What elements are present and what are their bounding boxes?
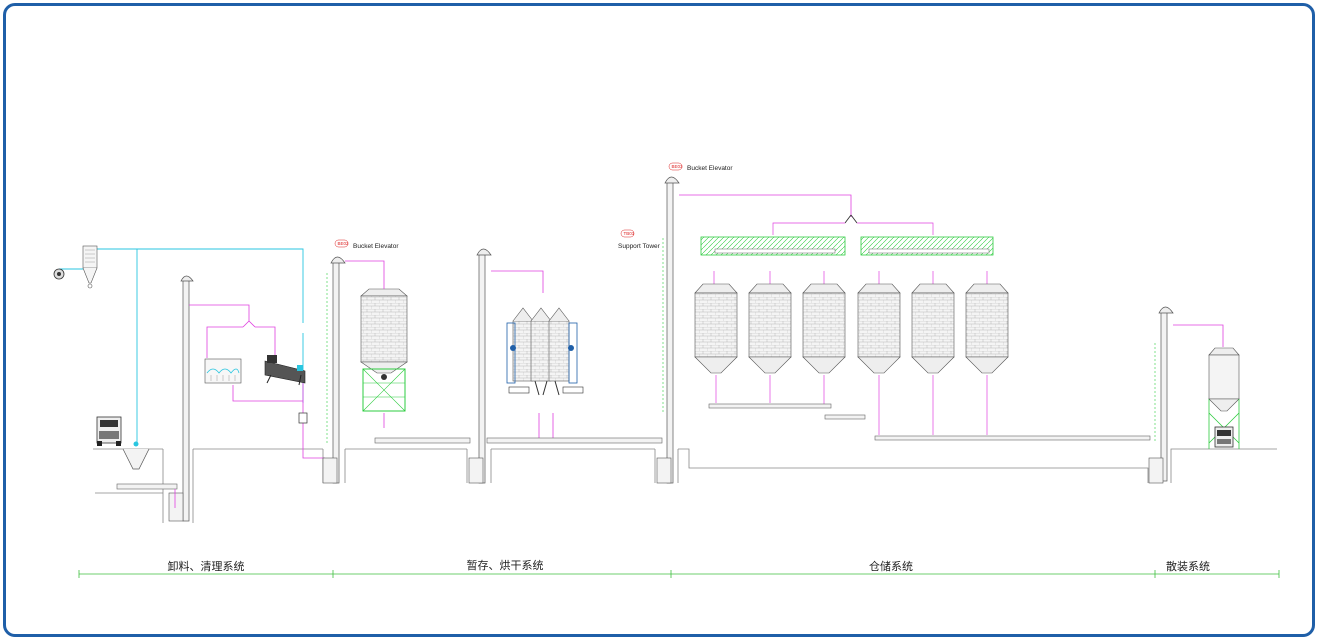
section-label-storage-drying: 暂存、烘干系统 xyxy=(467,558,544,572)
tag-be03: BE03 xyxy=(668,162,684,171)
tag-be03-text: BE03 xyxy=(672,164,684,169)
tag-tb01-text: TB01 xyxy=(624,231,635,236)
storage-silo-1 xyxy=(694,271,738,403)
belt-conveyor xyxy=(116,483,178,490)
section-label-storage: 仓储系统 xyxy=(869,559,913,573)
material-flow-lines-2 xyxy=(345,260,554,443)
bucket-elevator-loading xyxy=(1148,306,1174,484)
intake-hopper xyxy=(122,441,150,470)
storage-silo-4 xyxy=(857,271,901,435)
diagram-frame: BE02 Bucket Elevator xyxy=(3,3,1315,637)
bucket-elevator-cleaning xyxy=(168,275,194,522)
pre-cleaner xyxy=(204,358,242,384)
loading-bin xyxy=(1208,347,1240,449)
dust-collector xyxy=(82,245,98,289)
storage-silo-5 xyxy=(911,271,955,435)
vibrating-screen xyxy=(264,355,306,386)
section-bulk-loading xyxy=(1148,306,1240,484)
storage-silo-3 xyxy=(802,271,846,408)
section-storage-drying: BE02 Bucket Elevator xyxy=(322,239,663,484)
section-unloading-cleaning xyxy=(53,245,325,522)
distributor-icon xyxy=(844,214,858,224)
bucket-elevator-drying xyxy=(468,248,492,484)
section-label-bulk-loading: 散装系统 xyxy=(1166,559,1210,573)
storage-silos xyxy=(694,271,1009,435)
dimension-line xyxy=(78,570,1280,578)
label-bucket-elevator-be03: Bucket Elevator xyxy=(687,165,733,172)
label-support-tower: Support Tower xyxy=(618,243,661,250)
tag-be02: BE02 xyxy=(334,239,350,248)
distribution-flow xyxy=(679,194,852,217)
truck-icon xyxy=(96,416,122,446)
label-bucket-elevator-be02: Bucket Elevator xyxy=(353,243,399,250)
air-duct-lines xyxy=(59,248,304,443)
belt-conveyor-2 xyxy=(374,437,471,444)
belt-conveyor-3 xyxy=(486,437,663,444)
bucket-elevator-be03 xyxy=(656,176,680,484)
belt-conveyor-6 xyxy=(874,435,1151,441)
temporary-silo xyxy=(360,288,408,412)
storage-silo-6 xyxy=(965,271,1009,435)
tag-be02-text: BE02 xyxy=(338,241,350,246)
belt-conveyor-4 xyxy=(708,403,832,409)
magnet-separator xyxy=(298,412,308,424)
distribution-branches xyxy=(772,222,934,235)
section-storage: BE03 Bucket Elevator TB01 Support Tower xyxy=(618,162,1151,484)
bucket-elevator-be02 xyxy=(322,256,346,484)
ground-lines xyxy=(93,448,1277,523)
section-label-unloading-cleaning: 卸料、清理系统 xyxy=(168,559,245,573)
tag-tb01: TB01 xyxy=(620,229,635,238)
truck-icon-loading xyxy=(1214,426,1234,448)
process-flow-diagram: BE02 Bucket Elevator xyxy=(53,162,1280,578)
material-flow-lines xyxy=(174,304,325,508)
conveyor-gantry-left xyxy=(700,236,846,256)
storage-silo-2 xyxy=(748,271,792,403)
conveyor-gantry-right xyxy=(860,236,994,256)
belt-conveyor-5 xyxy=(824,414,866,420)
fan-icon xyxy=(53,268,65,280)
grain-dryer xyxy=(506,307,584,396)
loading-flow-line xyxy=(1173,324,1224,347)
